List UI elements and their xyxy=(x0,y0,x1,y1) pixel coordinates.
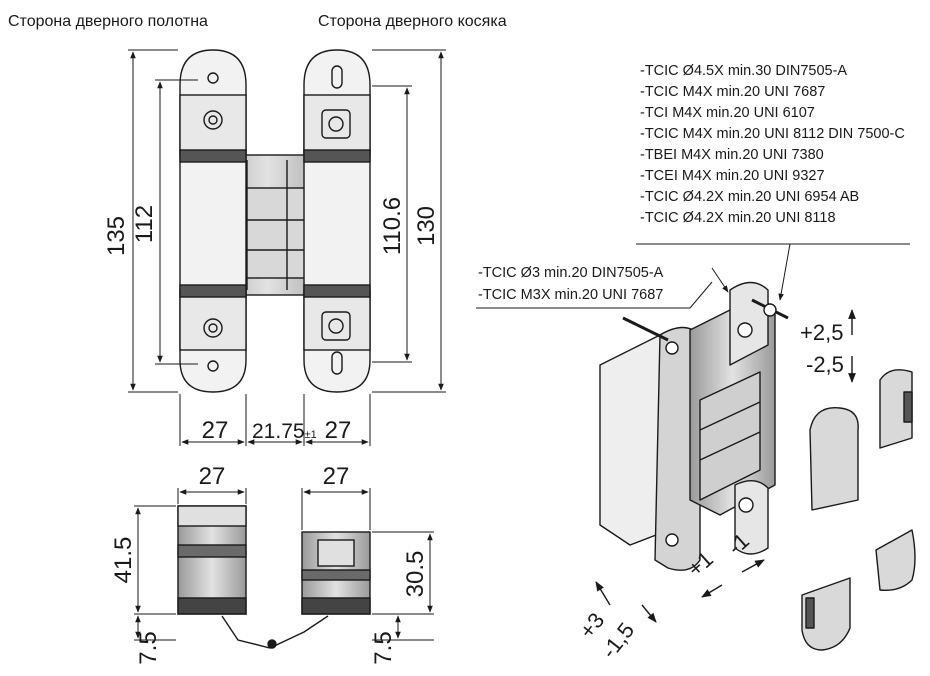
adjustment-arrows xyxy=(595,309,856,623)
screw-spec-item: -TCEI M4X min.20 UNI 9327 xyxy=(640,168,825,184)
dim-bottom-width-left: 27 xyxy=(199,463,226,490)
dim-width-frame: 27 xyxy=(325,417,352,444)
dim-height-frame: 130 xyxy=(413,206,440,246)
hinge-isometric-view xyxy=(599,281,789,571)
dim-offset-left: 7.5 xyxy=(135,631,162,664)
screw-spec-item: -TCIC M4X min.20 UNI 7687 xyxy=(640,84,825,100)
dim-bottom-width-right: 27 xyxy=(323,463,350,490)
screw-spec-item: -TCIC Ø4.2X min.20 UNI 6954 AB xyxy=(640,189,859,205)
frame-side-header: Сторона дверного косяка xyxy=(318,13,507,30)
adjust-vertical-minus: -2,5 xyxy=(806,352,844,377)
cover-cap xyxy=(801,577,851,651)
dim-width-leaf: 27 xyxy=(202,417,229,444)
screw-spec-item: -TCIC Ø4.5X min.30 DIN7505-A xyxy=(640,63,847,79)
screw-spec-item: -TCI M4X min.20 UNI 6107 xyxy=(640,105,815,121)
dim-depth-left: 41.5 xyxy=(110,537,137,584)
screw-spec-list-small: -TCIC Ø3 min.20 DIN7505-A -TCIC M3X min.… xyxy=(478,265,664,303)
cover-cap xyxy=(875,529,916,591)
dim-height-frame-holes: 110.6 xyxy=(379,197,406,255)
screw-spec-item: -TBEI M4X min.20 UNI 7380 xyxy=(640,147,824,163)
cover-cap xyxy=(809,406,859,511)
front-dimension-lines xyxy=(128,49,446,446)
hinge-bottom-view xyxy=(177,505,371,649)
screw-spec-list-large: -TCIC Ø4.5X min.30 DIN7505-A -TCIC M4X m… xyxy=(640,63,905,226)
dim-offset-right: 7.5 xyxy=(370,631,397,664)
dim-height-total: 135 xyxy=(103,216,130,256)
bottom-dimension-lines xyxy=(134,488,434,641)
screw-spec-item: -TCIC M3X min.20 UNI 7687 xyxy=(478,287,663,303)
dim-depth-right: 30.5 xyxy=(402,551,429,598)
cover-caps xyxy=(801,369,916,651)
screw-spec-item: -TCIC Ø3 min.20 DIN7505-A xyxy=(478,265,664,281)
hinge-front-view xyxy=(179,49,371,393)
adjust-vertical-plus: +2,5 xyxy=(800,320,843,345)
leader-lines xyxy=(476,243,910,309)
screw-spec-item: -TCIC Ø4.2X min.20 UNI 8118 xyxy=(640,210,836,226)
cover-cap xyxy=(879,369,913,449)
dim-gap-tolerance: ±1 xyxy=(305,429,317,441)
screw-spec-item: -TCIC M4X min.20 UNI 8112 DIN 7500-C xyxy=(640,126,905,142)
leaf-side-header: Сторона дверного полотна xyxy=(8,13,208,30)
dim-height-leaf-holes: 112 xyxy=(131,205,158,243)
dim-gap: 21.75±1 xyxy=(252,420,317,443)
